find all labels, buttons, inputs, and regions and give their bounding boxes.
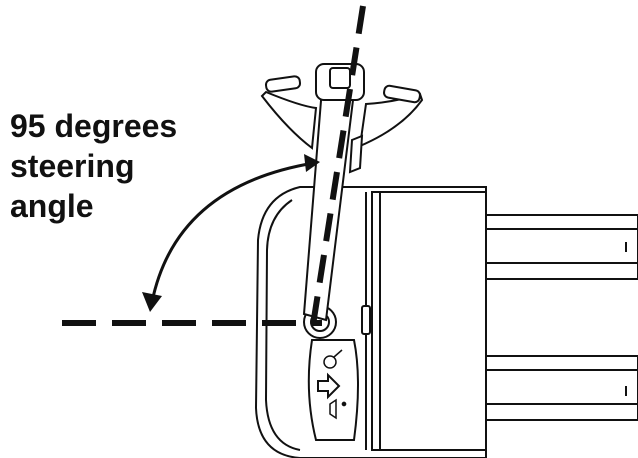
horn-icon <box>329 398 347 420</box>
steering-reference-lines <box>62 5 366 326</box>
forks <box>484 214 638 421</box>
caption-line-3: angle <box>10 188 94 224</box>
caption-line-1: 95 degrees <box>10 108 178 144</box>
turtle-speed-icon <box>323 349 343 369</box>
steering-angle-caption: 95 degrees steering angle <box>10 106 240 226</box>
lower-fork <box>484 355 638 421</box>
vertical-reference-line <box>310 5 366 326</box>
caption-line-2: steering <box>10 148 135 184</box>
upper-fork <box>484 214 638 280</box>
steering-angle-arrow <box>142 154 320 312</box>
direction-arrow-icon <box>317 372 341 400</box>
